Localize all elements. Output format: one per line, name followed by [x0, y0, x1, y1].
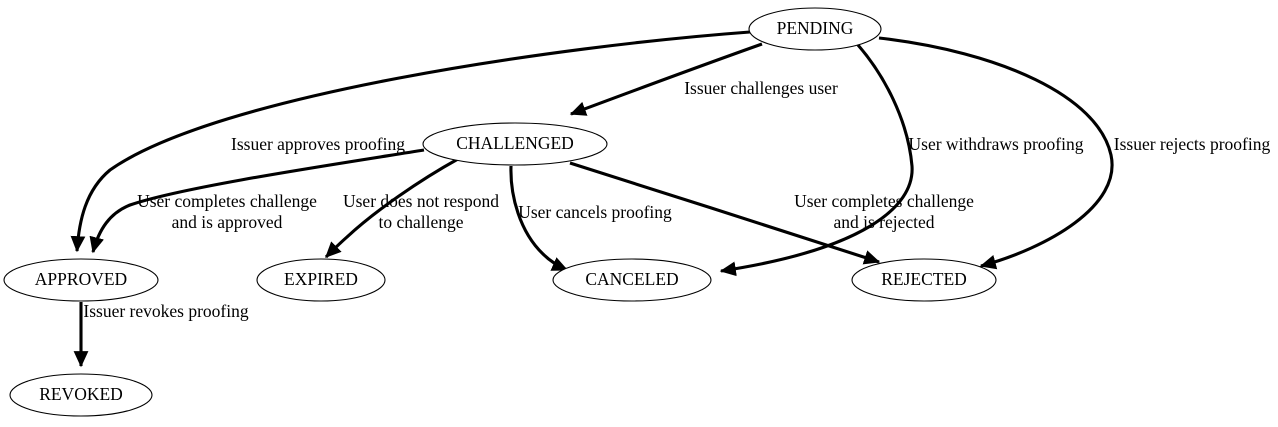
node-label-rejected: REJECTED	[881, 269, 967, 289]
edge-label-challenged-to-rejected-line2: and is rejected	[833, 212, 934, 232]
edge-path-pending-to-challenged	[569, 42, 763, 116]
node-shape-revoked[interactable]	[9, 373, 153, 417]
node-label-approved: APPROVED	[35, 269, 127, 289]
edge-path-pending-to-rejected	[878, 36, 1114, 270]
edge-label-challenged-to-expired-line2: to challenge	[378, 212, 463, 232]
node-shape-approved[interactable]	[3, 258, 159, 302]
edge-labels-layer: Issuer challenges user Issuer approves p…	[83, 78, 1270, 321]
edge-challenged-to-expired	[324, 157, 459, 259]
node-rejected[interactable]: REJECTED	[851, 258, 997, 302]
edge-path-challenged-to-canceled	[509, 165, 569, 272]
edge-label-challenged-to-expired-line1: User does not respond	[343, 191, 499, 211]
node-challenged[interactable]: CHALLENGED	[422, 122, 608, 166]
edge-label-pending-to-canceled: User withdraws proofing	[909, 134, 1084, 154]
node-label-pending: PENDING	[777, 18, 854, 38]
edge-pending-to-challenged	[569, 42, 763, 116]
edge-path-challenged-to-expired	[324, 157, 459, 259]
edge-label-challenged-to-approved-line1: User completes challenge	[137, 191, 317, 211]
node-approved[interactable]: APPROVED	[3, 258, 159, 302]
node-revoked[interactable]: REVOKED	[9, 373, 153, 417]
node-expired[interactable]: EXPIRED	[256, 258, 386, 302]
node-label-challenged: CHALLENGED	[456, 133, 574, 153]
edge-label-pending-to-approved: Issuer approves proofing	[231, 134, 405, 154]
edge-path-pending-to-approved	[70, 30, 751, 253]
edge-pending-to-rejected	[878, 36, 1114, 270]
edge-pending-to-canceled	[719, 43, 914, 277]
edge-path-pending-to-canceled	[719, 43, 914, 277]
edge-label-challenged-to-rejected-line1: User completes challenge	[794, 191, 974, 211]
edge-pending-to-approved	[70, 30, 751, 253]
edges-layer	[70, 30, 1114, 368]
node-shape-pending[interactable]	[748, 7, 882, 51]
edge-label-approved-to-revoked: Issuer revokes proofing	[83, 301, 248, 321]
edge-path-challenged-to-rejected	[569, 161, 881, 265]
edge-challenged-to-canceled	[509, 165, 569, 272]
edge-label-pending-to-rejected: Issuer rejects proofing	[1114, 134, 1271, 154]
node-canceled[interactable]: CANCELED	[552, 258, 712, 302]
node-pending[interactable]: PENDING	[748, 7, 882, 51]
node-label-revoked: REVOKED	[39, 384, 123, 404]
edge-label-challenged-to-canceled: User cancels proofing	[518, 202, 672, 222]
edge-label-challenged-to-approved-line2: and is approved	[172, 212, 283, 232]
nodes-layer: PENDING CHALLENGED APPROVED EXPIRED CANC…	[3, 7, 997, 417]
node-shape-expired[interactable]	[256, 258, 386, 302]
node-label-expired: EXPIRED	[284, 269, 358, 289]
edge-path-challenged-to-approved	[89, 148, 425, 254]
node-shape-canceled[interactable]	[552, 258, 712, 302]
node-label-canceled: CANCELED	[585, 269, 678, 289]
edge-challenged-to-rejected	[569, 161, 881, 265]
node-shape-challenged[interactable]	[422, 122, 608, 166]
edge-challenged-to-approved	[89, 148, 425, 254]
edge-label-pending-to-challenged: Issuer challenges user	[684, 78, 838, 98]
node-shape-rejected[interactable]	[851, 258, 997, 302]
